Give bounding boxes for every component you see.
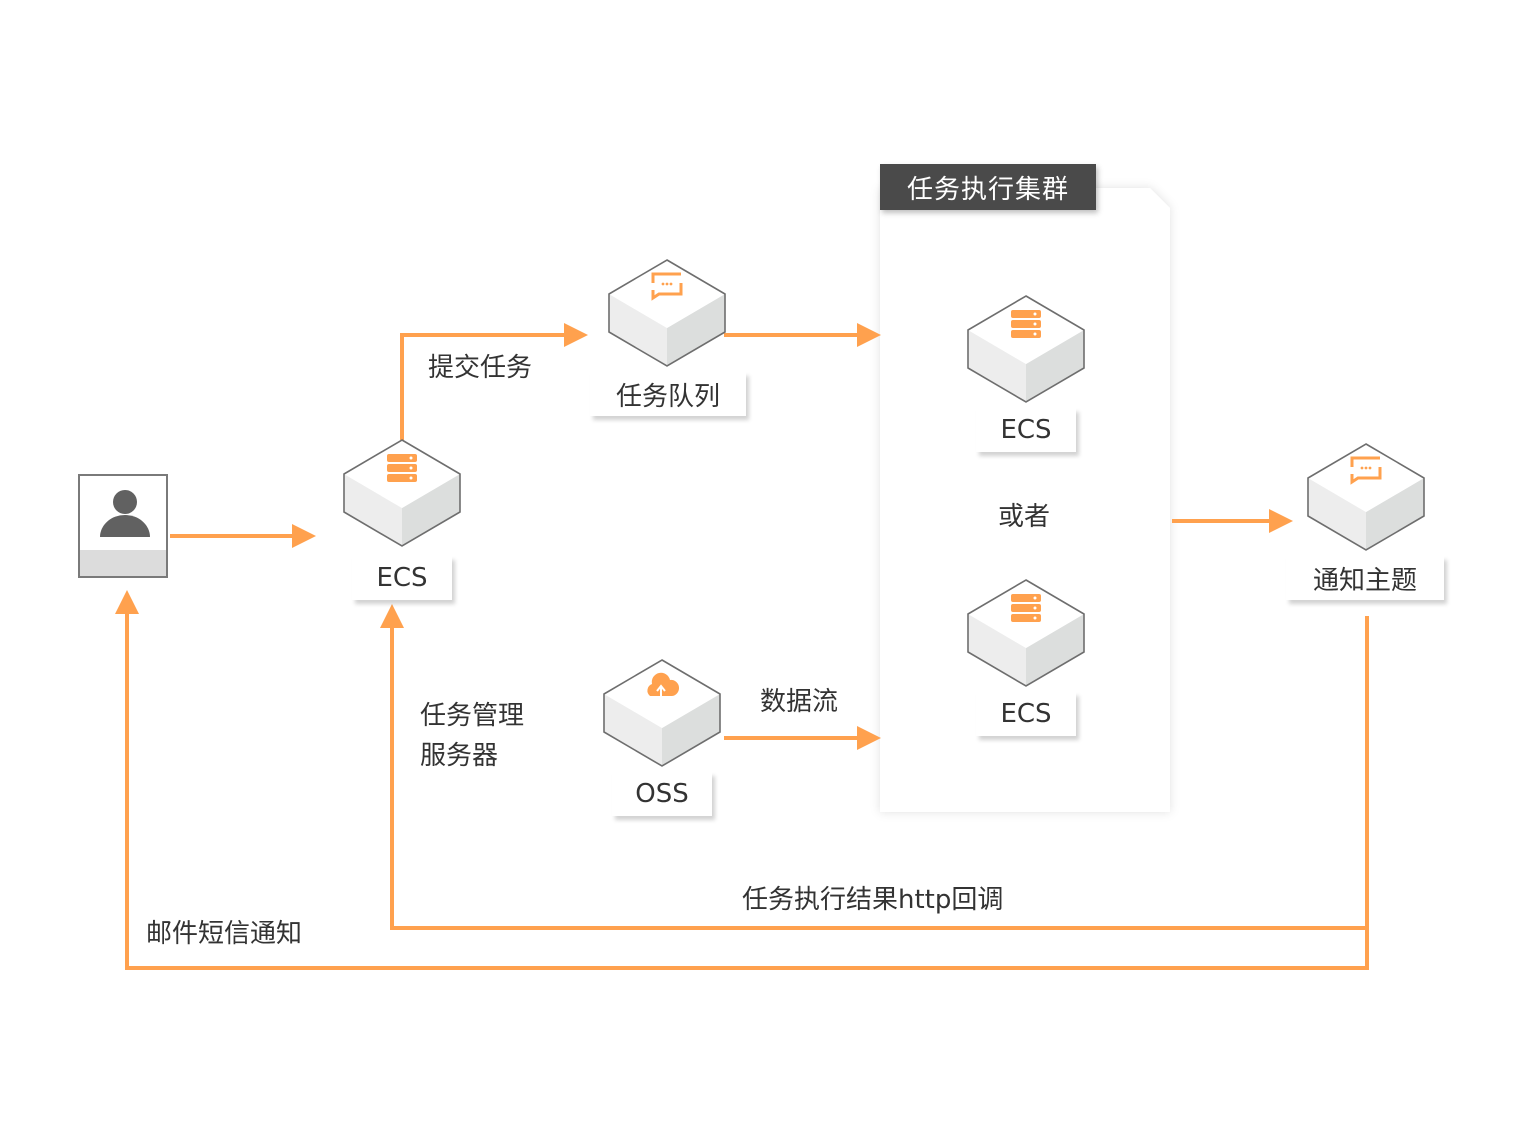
cube-outline xyxy=(608,259,726,367)
notify-topic-label: 通知主题 xyxy=(1286,556,1444,600)
message-icon xyxy=(651,272,683,301)
cube-outline xyxy=(967,295,1085,403)
edge-ecs-to-queue xyxy=(400,333,566,440)
arrowhead-right xyxy=(857,726,881,750)
task-manager-label-line1: 任务管理 xyxy=(420,701,525,731)
cube-left-face xyxy=(968,614,1026,686)
data-flow-label: 数据流 xyxy=(760,687,839,717)
cluster-ecs-top-label: ECS xyxy=(976,408,1076,452)
message-icon xyxy=(1350,456,1382,485)
server-icon xyxy=(387,454,417,482)
http-callback-label: 任务执行结果http回调 xyxy=(742,885,1004,915)
cube-right-face xyxy=(402,474,460,546)
cube-left-face xyxy=(344,474,402,546)
or-label: 或者 xyxy=(998,502,1051,532)
submit-task-label: 提交任务 xyxy=(428,353,533,383)
cube-left-face xyxy=(604,694,662,766)
arrowhead-up xyxy=(380,604,404,628)
cube-outline xyxy=(1307,443,1425,551)
task-queue-label: 任务队列 xyxy=(590,372,746,416)
cube-outline xyxy=(967,579,1085,687)
arrowhead-right xyxy=(292,524,316,548)
user-node[interactable] xyxy=(78,474,168,578)
cluster-ecs-bottom-cube[interactable] xyxy=(967,579,1085,687)
task-queue-cube[interactable] xyxy=(608,259,726,367)
ecs-manager-cube[interactable] xyxy=(343,439,461,547)
cube-right-face xyxy=(1366,478,1424,550)
oss-cube[interactable] xyxy=(603,659,721,767)
cube-outline xyxy=(343,439,461,547)
server-icon xyxy=(1011,310,1041,338)
oss-label: OSS xyxy=(612,772,712,816)
arrowhead-right xyxy=(1269,509,1293,533)
cluster-ecs-bottom-label: ECS xyxy=(976,692,1076,736)
user-node-footer xyxy=(80,550,166,576)
cluster-panel xyxy=(880,188,1170,812)
cube-right-face xyxy=(662,694,720,766)
arrowhead-right xyxy=(564,323,588,347)
notify-topic-cube[interactable] xyxy=(1307,443,1425,551)
server-icon xyxy=(1011,594,1041,622)
cube-left-face xyxy=(968,330,1026,402)
cube-right-face xyxy=(1026,330,1084,402)
email-sms-label: 邮件短信通知 xyxy=(146,919,303,949)
task-manager-label-line2: 服务器 xyxy=(420,741,499,771)
arrowhead-right xyxy=(857,323,881,347)
arrowhead-up xyxy=(115,590,139,614)
edge-topic-to-ecs-callback xyxy=(390,616,1369,930)
cluster-title: 任务执行集群 xyxy=(880,164,1096,210)
cube-left-face xyxy=(1308,478,1366,550)
cube-right-face xyxy=(1026,614,1084,686)
cloud-upload-icon xyxy=(647,672,680,697)
cluster-ecs-top-cube[interactable] xyxy=(967,295,1085,403)
cube-outline xyxy=(603,659,721,767)
cube-right-face xyxy=(667,294,725,366)
user-icon xyxy=(100,490,150,537)
ecs-manager-label: ECS xyxy=(352,556,452,600)
edge-topic-to-user-notify xyxy=(125,612,1369,970)
cube-left-face xyxy=(609,294,667,366)
